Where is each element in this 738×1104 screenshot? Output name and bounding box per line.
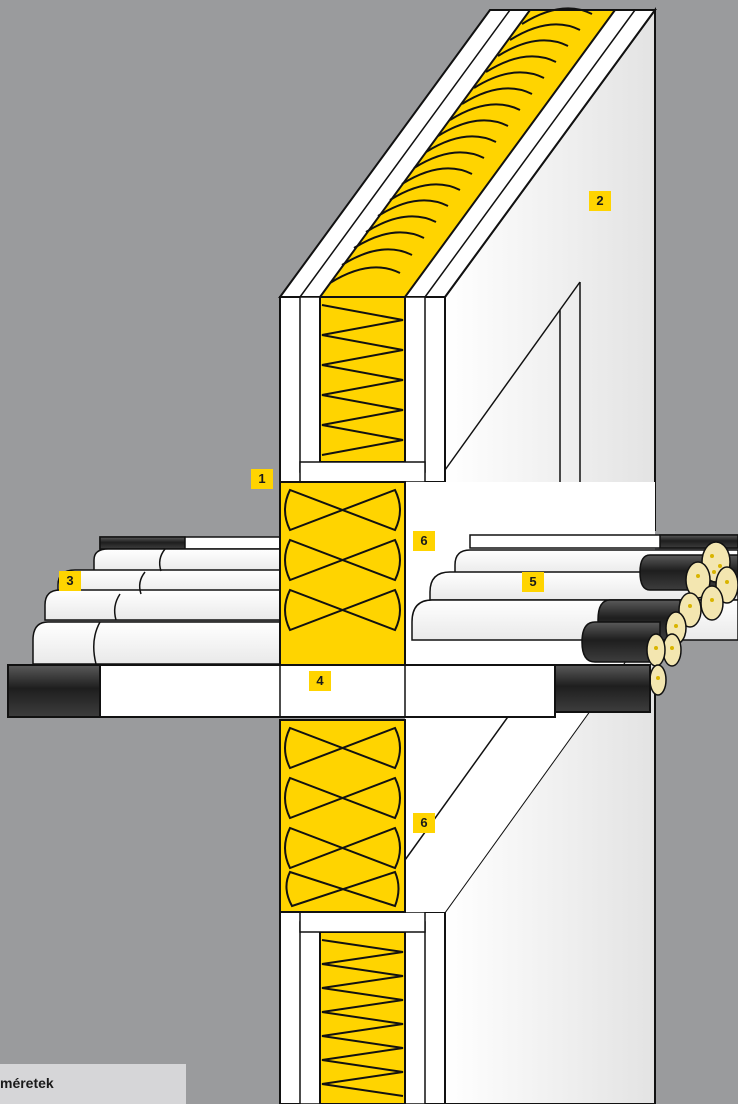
callout-6-upper: 6 <box>413 531 435 551</box>
right-pipes <box>411 534 738 696</box>
caption-box: méretek <box>0 1064 186 1104</box>
callout-5: 5 <box>522 572 544 592</box>
left-pipes <box>32 536 281 665</box>
callout-4: 4 <box>309 671 331 691</box>
callout-2: 2 <box>589 191 611 211</box>
callout-1: 1 <box>251 469 273 489</box>
upper-wall <box>278 6 657 531</box>
lower-wall <box>279 616 656 1104</box>
callout-3: 3 <box>59 571 81 591</box>
barrier-insulation <box>279 481 406 913</box>
callout-6-lower: 6 <box>413 813 435 833</box>
main-pipe <box>7 664 651 718</box>
caption-text: méretek <box>0 1075 54 1091</box>
